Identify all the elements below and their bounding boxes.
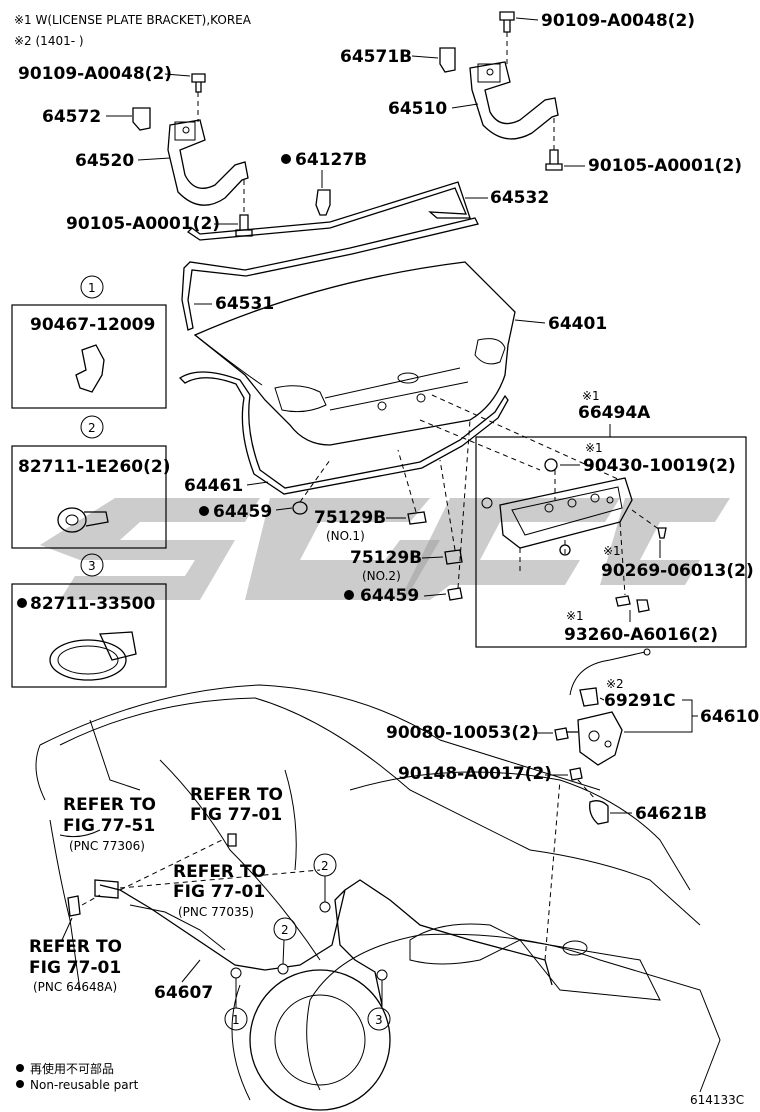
inset-3-part: 82711-33500 (30, 594, 156, 614)
label-64607: 64607 (154, 983, 213, 1003)
non-reusable-dot-inset3 (17, 598, 27, 608)
inset-2-number: 2 (88, 421, 96, 435)
inset-1-part: 90467-12009 (30, 315, 155, 335)
nut-90430 (545, 459, 557, 471)
label-64532: 64532 (490, 188, 549, 208)
hinge-left-64520 (168, 120, 248, 205)
bolt-90080 (555, 728, 578, 740)
torsion-rod-64532 (188, 182, 470, 240)
ref-fig-77-01-c: REFER TO FIG 77-01 (PNC 64648A) (29, 937, 122, 994)
clip-64572 (133, 108, 150, 130)
ref4-line1: REFER TO (29, 937, 122, 957)
ref4-line2: FIG 77-01 (29, 958, 121, 978)
ref1-line1: REFER TO (63, 795, 156, 815)
ref-fig-77-01-b: REFER TO FIG 77-01 (PNC 77035) (173, 862, 266, 919)
label-64571b: 64571B (340, 47, 412, 67)
label-75129b-no2: 75129B (350, 548, 422, 568)
label-90269-mark: ※1 (603, 544, 621, 558)
label-93260-mark: ※1 (566, 609, 584, 623)
label-64610: 64610 (700, 707, 759, 727)
label-75129b-no1: 75129B (314, 508, 386, 528)
label-69291c: 69291C (604, 691, 676, 711)
label-90109-left: 90109-A0048(2) (18, 64, 172, 84)
label-64459-upper: 64459 (213, 502, 272, 522)
label-64459-lower: 64459 (360, 586, 419, 606)
ref3-line3: (PNC 77035) (178, 905, 254, 919)
label-69291c-mark: ※2 (606, 677, 624, 691)
non-reusable-dot-64127b (281, 154, 291, 164)
label-64461: 64461 (184, 476, 243, 496)
label-90080: 90080-10053(2) (386, 723, 539, 743)
callout-2b-number: 2 (321, 859, 329, 873)
ref2-line1: REFER TO (190, 785, 283, 805)
callout-1-number: 1 (232, 1013, 240, 1027)
label-64401: 64401 (548, 314, 607, 334)
striker-64621b (590, 801, 608, 824)
inset-3: 3 82711-33500 (12, 554, 166, 687)
label-90105-right: 90105-A0001(2) (588, 156, 742, 176)
label-90109-right: 90109-A0048(2) (541, 11, 695, 31)
callout-2a-number: 2 (281, 923, 289, 937)
hinge-right-64510 (470, 62, 558, 139)
ref1-line2: FIG 77-51 (63, 816, 155, 836)
bolt-90105-right (546, 150, 562, 170)
ref-fig-77-51: REFER TO FIG 77-51 (PNC 77306) (63, 795, 156, 853)
bolt-90148 (570, 768, 582, 780)
label-64520: 64520 (75, 151, 134, 171)
diagram-code: 614133C (690, 1093, 744, 1107)
callout-3-number: 3 (375, 1013, 383, 1027)
callout-2b: 2 (314, 854, 336, 912)
label-93260: 93260-A6016(2) (564, 625, 718, 645)
label-90148: 90148-A0017(2) (398, 764, 552, 784)
bolt-90109-right (500, 12, 514, 32)
callout-1: 1 (225, 968, 247, 1030)
non-reusable-dot-64459-b (344, 590, 354, 600)
ref2-line2: FIG 77-01 (190, 805, 282, 825)
label-64510: 64510 (388, 99, 447, 119)
label-66494a: 66494A (578, 403, 651, 423)
label-66494a-mark: ※1 (582, 389, 600, 403)
inset-1: 1 90467-12009 (12, 276, 166, 408)
label-75129b-no1-sub: (NO.1) (326, 529, 365, 543)
ref-fig-77-01-a: REFER TO FIG 77-01 (190, 785, 283, 825)
bolt-90105-left (236, 215, 252, 236)
inset-2-part: 82711-1E260(2) (18, 457, 171, 477)
screw-93260 (616, 596, 649, 612)
inset-1-number: 1 (88, 281, 96, 295)
label-90430-mark: ※1 (585, 441, 603, 455)
ref4-line3: (PNC 64648A) (33, 980, 117, 994)
bolt-90109-left (192, 74, 205, 92)
label-64531: 64531 (215, 294, 274, 314)
note-1: ※1 W(LICENSE PLATE BRACKET),KOREA (14, 13, 252, 27)
label-75129b-no2-sub: (NO.2) (362, 569, 401, 583)
bumper-64127b (316, 190, 330, 215)
ref3-line1: REFER TO (173, 862, 266, 882)
stopper-64459-lower (448, 588, 462, 600)
motor-69291c (580, 688, 598, 706)
legend: 再使用不可部品 Non-reusable part (16, 1061, 139, 1092)
inset-3-number: 3 (88, 559, 96, 573)
label-64127b: 64127B (295, 150, 367, 170)
note-2: ※2 (1401- ) (14, 34, 84, 48)
label-64621b: 64621B (635, 804, 707, 824)
non-reusable-dot-64459-a (199, 506, 209, 516)
legend-jp: 再使用不可部品 (30, 1061, 114, 1076)
label-90430: 90430-10019(2) (583, 456, 736, 476)
label-90269: 90269-06013(2) (601, 561, 754, 581)
legend-en: Non-reusable part (30, 1078, 139, 1092)
ref1-line3: (PNC 77306) (69, 839, 145, 853)
ref3-line2: FIG 77-01 (173, 882, 265, 902)
clip-64571b (440, 48, 455, 72)
opener-cable-64607 (68, 834, 552, 1005)
label-64572: 64572 (42, 107, 101, 127)
